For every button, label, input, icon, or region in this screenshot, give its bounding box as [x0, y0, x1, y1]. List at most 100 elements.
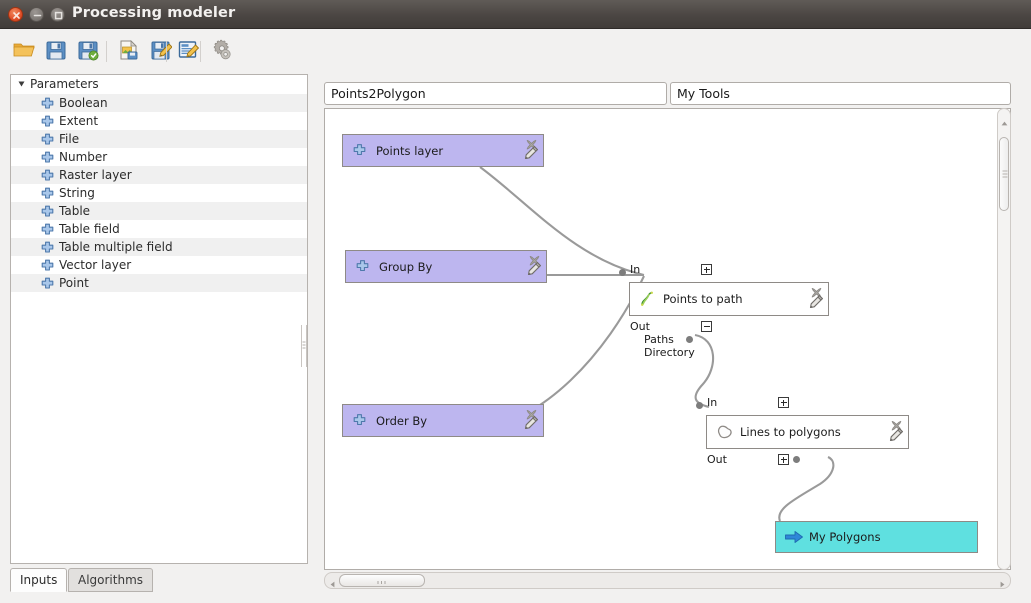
window-minimize-button[interactable]	[29, 7, 44, 22]
tree-item-string[interactable]: String	[11, 184, 307, 202]
tab-inputs[interactable]: Inputs	[10, 568, 68, 592]
tree-item-vector-layer[interactable]: Vector layer	[11, 256, 307, 274]
port-output-dot[interactable]	[686, 336, 693, 343]
port-in-expander[interactable]	[701, 264, 712, 275]
scroll-right-icon[interactable]	[1000, 577, 1005, 591]
port-in-dot[interactable]	[619, 269, 626, 276]
plus-icon	[40, 169, 55, 189]
tree-root-parameters[interactable]: Parameters	[11, 75, 307, 94]
panel-splitter-handle[interactable]	[301, 325, 307, 367]
tree-item-label: Table	[59, 204, 91, 218]
node-label: My Polygons	[809, 530, 881, 544]
node-edit-icon[interactable]	[523, 145, 539, 164]
tree-item-raster-layer[interactable]: Raster layer	[11, 166, 307, 184]
canvas-vscrollbar[interactable]	[997, 108, 1011, 570]
toolbar-separator-1	[106, 41, 107, 62]
plus-icon	[40, 97, 55, 117]
tree-item-label: Boolean	[59, 96, 108, 110]
tree-item-extent[interactable]: Extent	[11, 112, 307, 130]
tree-item-label: String	[59, 186, 95, 200]
node-points-layer[interactable]: Points layer	[342, 134, 544, 167]
tree-item-table-field[interactable]: Table field	[11, 220, 307, 238]
node-edit-icon[interactable]	[526, 261, 542, 280]
canvas-hscrollbar[interactable]	[324, 572, 1011, 589]
plus-icon	[40, 241, 55, 261]
tree-item-label: Raster layer	[59, 168, 132, 182]
open-model-button[interactable]	[8, 35, 40, 67]
node-edit-icon[interactable]	[888, 427, 904, 446]
chevron-down-icon[interactable]	[18, 81, 25, 87]
model-name-input[interactable]: Points2Polygon	[324, 82, 667, 105]
tab-algorithms[interactable]: Algorithms	[68, 568, 154, 592]
plus-icon	[352, 413, 367, 428]
group-name-input[interactable]: My Tools	[670, 82, 1011, 105]
tree-item-table[interactable]: Table	[11, 202, 307, 220]
node-order-by[interactable]: Order By	[342, 404, 544, 437]
save-icon	[45, 39, 67, 64]
tree-item-label: Table field	[59, 222, 120, 236]
tree-item-label: Number	[59, 150, 108, 164]
scroll-left-icon[interactable]	[330, 577, 335, 591]
points-to-path-icon	[639, 291, 655, 307]
node-label: Points layer	[376, 143, 444, 158]
connection-points-layer	[479, 166, 645, 277]
plus-icon	[355, 259, 370, 274]
node-edit-icon[interactable]	[523, 415, 539, 434]
port-out-label: Out	[707, 453, 727, 466]
port-output-dot[interactable]	[793, 456, 800, 463]
plus-icon	[352, 143, 367, 158]
export-script-button[interactable]	[145, 35, 177, 67]
output-label[interactable]: Directory	[644, 346, 695, 359]
tree-item-point[interactable]: Point	[11, 274, 307, 292]
export-image-button[interactable]	[113, 35, 145, 67]
save-model-button[interactable]	[40, 35, 72, 67]
plus-icon	[40, 115, 55, 135]
port-in-label: In	[707, 396, 718, 409]
plus-icon	[40, 151, 55, 171]
main-toolbar	[0, 29, 1031, 73]
save-as-icon	[77, 39, 99, 64]
toolbar-separator-3	[200, 41, 201, 62]
port-out-expander[interactable]	[778, 454, 789, 465]
plus-icon	[40, 205, 55, 225]
lines-to-polygons-icon	[716, 424, 734, 440]
node-edit-icon[interactable]	[808, 294, 824, 313]
port-out-expander[interactable]	[701, 321, 712, 332]
node-label: Lines to polygons	[740, 425, 841, 439]
connection-out-mypolygons	[778, 456, 835, 522]
tree-item-label: Point	[59, 276, 89, 290]
plus-icon	[40, 187, 55, 207]
gears-icon	[211, 39, 233, 64]
edit-help-icon	[177, 39, 200, 64]
node-lines-to-polygons[interactable]: Lines to polygons	[706, 415, 909, 449]
window-close-button[interactable]	[8, 7, 23, 22]
node-label: Order By	[376, 413, 428, 428]
toolbar-separator-2	[166, 41, 167, 62]
node-points-to-path[interactable]: Points to path	[629, 282, 829, 316]
node-my-polygons[interactable]: My Polygons	[775, 521, 978, 553]
tree-item-boolean[interactable]: Boolean	[11, 94, 307, 112]
tree-root-label: Parameters	[30, 77, 99, 91]
folder-open-icon	[12, 38, 36, 65]
node-group-by[interactable]: Group By	[345, 250, 547, 283]
tree-item-label: Table multiple field	[59, 240, 173, 254]
port-in-expander[interactable]	[778, 397, 789, 408]
tree-item-file[interactable]: File	[11, 130, 307, 148]
canvas-vscrollbar-thumb[interactable]	[999, 137, 1009, 211]
node-label: Points to path	[663, 292, 743, 306]
scroll-up-icon[interactable]	[1001, 115, 1008, 129]
canvas-hscrollbar-thumb[interactable]	[339, 574, 425, 587]
output-label[interactable]: Paths	[644, 333, 674, 346]
port-in-label: In	[630, 263, 641, 276]
run-model-button[interactable]	[206, 35, 238, 67]
save-model-as-button[interactable]	[72, 35, 104, 67]
window-maximize-button[interactable]	[50, 7, 65, 22]
port-in-dot[interactable]	[696, 402, 703, 409]
tree-item-number[interactable]: Number	[11, 148, 307, 166]
tree-item-label: File	[59, 132, 80, 146]
tree-item-table-multiple-field[interactable]: Table multiple field	[11, 238, 307, 256]
edit-help-button[interactable]	[172, 35, 204, 67]
